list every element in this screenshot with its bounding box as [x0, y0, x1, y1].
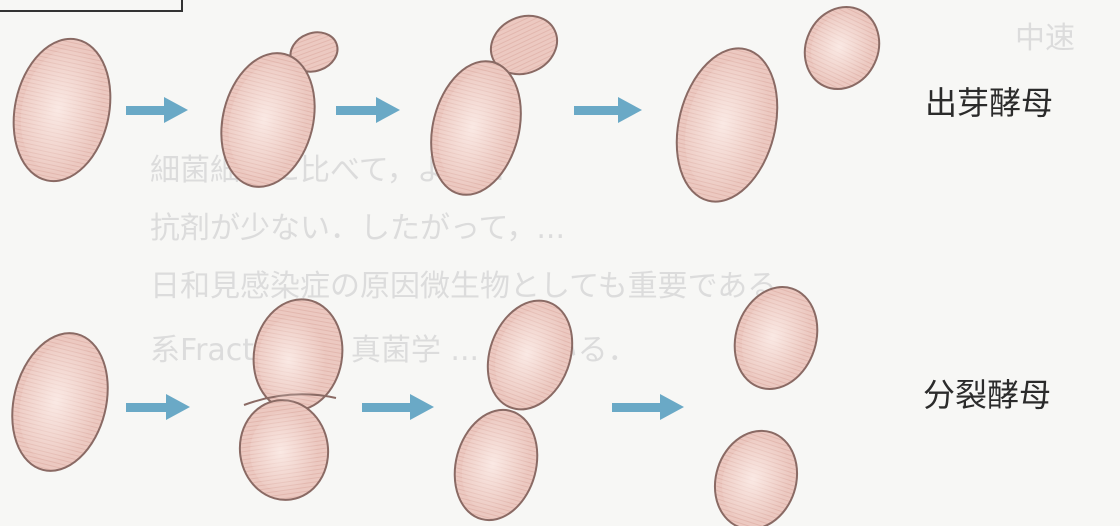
budding-cell-1	[1, 30, 123, 190]
arrow-4	[126, 394, 190, 420]
arrow-1	[126, 97, 188, 123]
fission-daughter-cells	[703, 276, 831, 526]
arrow-6	[612, 394, 684, 420]
arrow-3	[574, 97, 642, 123]
budding-yeast-label: 出芽酵母	[925, 78, 1053, 124]
bleed-line-3: 抗剤が少ない．したがって，...	[150, 211, 565, 246]
fission-cell-3-separating	[443, 289, 587, 526]
bleed-line-4: 日和見感染症の原因微生物としても重要である．	[150, 269, 807, 304]
arrow-2	[336, 97, 400, 123]
budding-cell-3-large-bud	[418, 5, 567, 204]
budding-mother-cell	[662, 38, 793, 213]
fission-cell-1	[0, 323, 122, 481]
arrow-5	[362, 394, 434, 420]
budding-daughter-cell	[792, 0, 893, 101]
budding-row	[1, 0, 892, 212]
bleed-line-1: 中速	[1015, 21, 1075, 56]
fission-yeast-label: 分裂酵母	[923, 370, 1051, 416]
fission-row	[0, 276, 830, 526]
fission-cell-2-dividing	[233, 292, 351, 505]
